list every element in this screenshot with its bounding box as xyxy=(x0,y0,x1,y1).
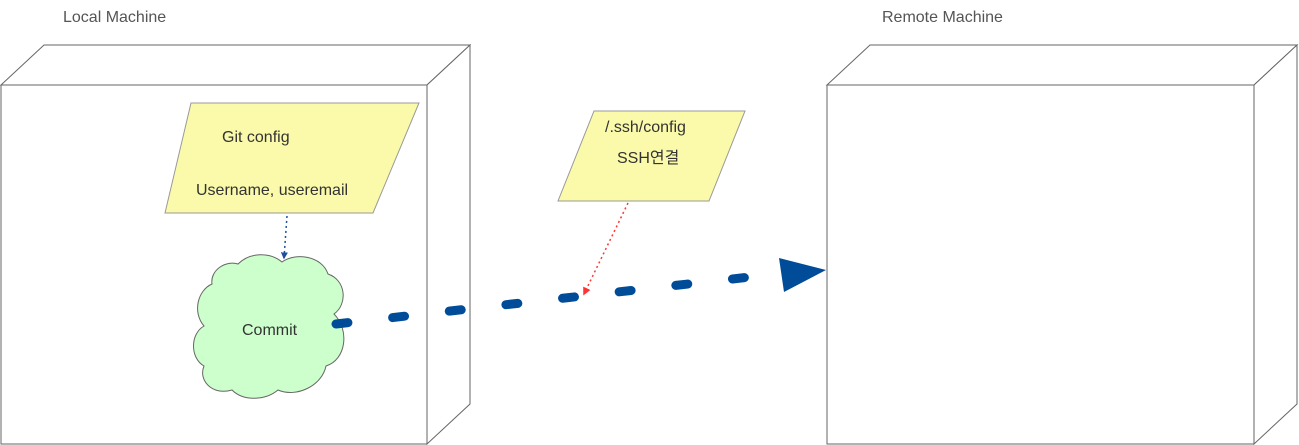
remote-machine-box xyxy=(825,43,1299,445)
ssh-config-to-connection-arrow xyxy=(583,202,629,296)
git-config-fields: Username, useremail xyxy=(196,182,348,199)
ssh-connection-label: SSH연결 xyxy=(617,149,679,167)
commit-cloud-shape xyxy=(193,254,345,399)
ssh-config-note-shape xyxy=(557,110,746,202)
remote-machine-side-face xyxy=(1253,43,1298,445)
git-config-note: Git config Username, useremail xyxy=(164,102,420,214)
ssh-config-path: /.ssh/config xyxy=(605,119,686,136)
local-machine-title: Local Machine xyxy=(63,9,166,26)
git-config-title: Git config xyxy=(222,129,290,146)
push-connection-arrowhead xyxy=(779,258,826,292)
local-machine-side-face xyxy=(426,43,471,445)
remote-machine-title: Remote Machine xyxy=(882,9,1003,26)
local-machine-top-face xyxy=(0,44,472,86)
git-config-note-shape xyxy=(164,102,420,214)
push-connection-arrow xyxy=(331,268,790,329)
commit-label: Commit xyxy=(242,322,298,339)
remote-machine-front-face xyxy=(826,84,1255,445)
git-config-to-commit-arrow xyxy=(280,215,288,260)
commit-cloud: Commit xyxy=(193,254,345,399)
remote-machine-top-face xyxy=(825,44,1299,86)
ssh-config-note: /.ssh/config SSH연결 xyxy=(557,110,746,202)
